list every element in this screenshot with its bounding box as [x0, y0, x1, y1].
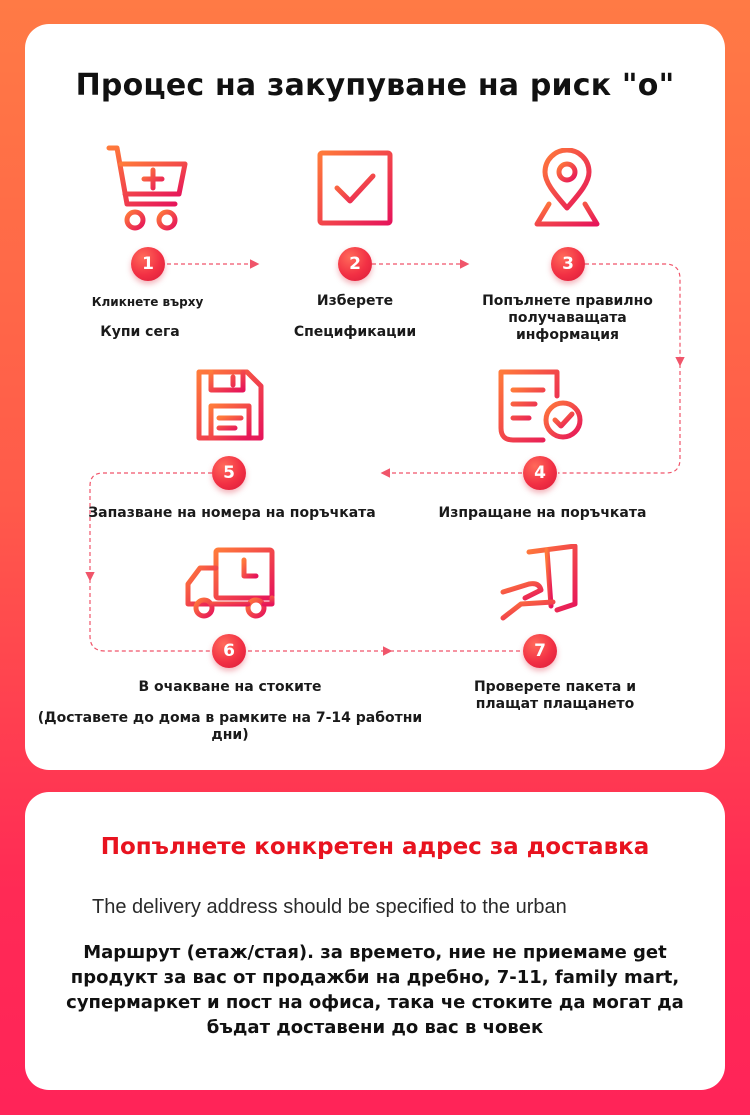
address-card: Попълнете конкретен адрес за доставка Th… [25, 792, 725, 1090]
step-1-badge: 1 [131, 247, 165, 281]
step-5-label: Запазване на номера на поръчката [88, 505, 376, 521]
step-6-note-line2: дни) [211, 727, 249, 743]
process-title: Процес на закупуване на риск "о" [75, 68, 675, 103]
address-title: Попълнете конкретен адрес за доставка [100, 834, 650, 860]
checkbox-icon [317, 150, 393, 226]
step-4-badge: 4 [523, 456, 557, 490]
cart-add-icon [106, 145, 188, 231]
step-3-label: Попълнете правилно [482, 293, 653, 309]
step-4-label: Изпращане на поръчката [438, 505, 647, 521]
address-body: Маршрут (етаж/стая). за времето, ние не … [66, 942, 684, 1038]
address-note: The delivery address should be specified… [92, 896, 567, 918]
save-icon [196, 369, 264, 441]
step-7-badge: 7 [523, 634, 557, 668]
step-5-badge: 5 [212, 456, 246, 490]
step-6-badge: 6 [212, 634, 246, 668]
process-flow-lines [85, 259, 685, 656]
delivery-truck-icon [185, 547, 275, 619]
map-pin-icon [534, 148, 600, 227]
step-2-badge: 2 [338, 247, 372, 281]
step-1-sublabel: Купи сега [100, 324, 180, 340]
step-3-label-line2: получаващата [508, 310, 627, 326]
step-1-label: Кликнете върху [91, 295, 204, 309]
step-3-badge: 3 [551, 247, 585, 281]
step-7-label-line2: плащат плащането [475, 696, 635, 712]
step-2-sublabel: Спецификации [293, 324, 417, 340]
step-3-label-line3: информация [515, 327, 620, 343]
document-check-icon [498, 369, 583, 443]
step-2-label: Изберете [316, 293, 394, 309]
package-hand-icon [500, 544, 578, 621]
step-6-note: (Доставете до дома в рамките на 7-14 раб… [37, 710, 423, 726]
step-7-label: Проверете пакета и [473, 679, 637, 695]
process-card: Процес на закупуване на риск "о" [25, 24, 725, 770]
step-6-label: В очакване на стоките [138, 679, 322, 695]
